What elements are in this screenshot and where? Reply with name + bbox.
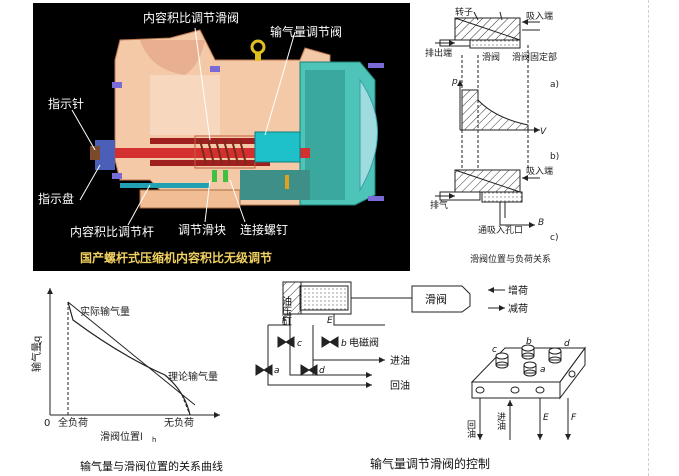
- port-E-label: E: [543, 413, 549, 423]
- exhaust-end-label: 排出端: [425, 47, 452, 59]
- exhaust-label: 排气: [430, 199, 448, 211]
- slide-label: 滑阀: [425, 292, 447, 306]
- suction-end-label: 吸入端: [526, 10, 553, 22]
- green-stud: [212, 170, 217, 182]
- port-F-label: F: [571, 413, 577, 423]
- theory-label: 理论输气量: [168, 370, 218, 383]
- valve-d-label: d: [319, 366, 325, 376]
- sub-c-label: c): [550, 233, 558, 243]
- valve-a: [255, 364, 273, 376]
- block-d-label: d: [564, 339, 570, 349]
- load-diagram-caption: 滑阀位置与负荷关系: [470, 253, 551, 265]
- compressor-illustration: 内容积比调节滑阀 输气量调节阀 指示针 指示盘 内容积比调节杆 调节滑块 连接螺…: [33, 3, 410, 271]
- casing-top-shade: [140, 40, 205, 75]
- label-pointer: 指示针: [48, 96, 84, 111]
- label-slide-block: 调节滑块: [178, 223, 226, 237]
- label-screw: 连接螺钉: [240, 222, 288, 237]
- y-axis-label: 输气量q: [30, 336, 43, 372]
- slide-valve-label: 滑阀: [482, 52, 500, 63]
- capacity-curve: 实际输气量 理论输气量 输气量q v 0 全负荷 无负荷 滑阀位置l h 输气量…: [30, 288, 223, 473]
- label-inner-volume-valve: 内容积比调节滑阀: [143, 10, 239, 25]
- pipe-E-label: E: [327, 316, 333, 326]
- label-dial: 指示盘: [38, 191, 74, 206]
- y-axis-sub: v: [38, 339, 42, 347]
- actual-label: 实际输气量: [80, 305, 130, 318]
- cylinder-label: 油压缸: [280, 295, 292, 326]
- valve-c: [277, 336, 295, 348]
- sub-b-label: b): [550, 152, 559, 162]
- oil-return-label: 回油: [390, 379, 410, 392]
- block-side: [559, 346, 586, 400]
- spring: [199, 139, 247, 165]
- x-axis-label: 滑阀位置l: [100, 430, 143, 443]
- no-load-label: 无负荷: [164, 416, 194, 429]
- oil-in-label: 进油: [390, 354, 410, 367]
- bolt: [368, 196, 384, 201]
- bolt: [112, 82, 122, 88]
- fixed-part-label: 滑阀固定部: [512, 51, 557, 63]
- rod-cyan: [120, 183, 210, 188]
- control-labels: 油压缸 滑阀 增荷 减荷 F E c b 电磁阀 a d 进油 回油 c b d…: [274, 284, 577, 471]
- theory-curve: [67, 301, 196, 406]
- suction-end-label-2: 吸入端: [526, 165, 553, 177]
- banner-title: 国产螺杆式压缩机内容积比无级调节: [80, 250, 272, 265]
- inlet-port-label: 通吸入孔口: [478, 225, 523, 236]
- solenoid-label: 电磁阀: [349, 336, 379, 349]
- slide-block-cyan: [254, 131, 301, 163]
- block-a-label: a: [540, 365, 546, 375]
- p-axis-label: p: [451, 77, 458, 87]
- block-b-label: b: [526, 337, 532, 347]
- teal-inner: [305, 70, 345, 200]
- bolt: [210, 66, 220, 72]
- port-in-label: 进油: [495, 412, 506, 431]
- teal-end-cap: [359, 78, 378, 192]
- casing-inner: [150, 75, 220, 135]
- sub-a-label: a): [550, 80, 559, 90]
- x-axis-sub: h: [152, 436, 156, 444]
- rotor-label: 转子: [455, 6, 473, 18]
- control-schematic: [255, 281, 586, 440]
- b-port-label: B: [538, 218, 544, 228]
- red-rod: [100, 148, 310, 158]
- slide-body: [411, 285, 471, 313]
- valve-a-label: a: [274, 366, 280, 376]
- load-diagram: [435, 11, 540, 228]
- bolt: [368, 63, 384, 68]
- teal-lower: [240, 170, 310, 200]
- decrease-label: 减荷: [508, 303, 528, 315]
- increase-label: 增荷: [508, 284, 528, 297]
- bottom-bracket: [139, 189, 241, 209]
- label-capacity-valve: 输气量调节阀: [270, 24, 342, 39]
- block-front: [471, 381, 561, 399]
- v-axis-label: V: [540, 127, 547, 137]
- valve-d: [300, 364, 318, 376]
- page-border-dashed: [648, 0, 649, 476]
- port-return-label: 回油: [465, 420, 476, 439]
- label-rod: 内容积比调节杆: [70, 224, 154, 239]
- origin-label: 0: [44, 418, 50, 429]
- leader-lines: [71, 27, 296, 226]
- pointer-shape: [90, 146, 100, 160]
- curve-caption: 输气量与滑阀位置的关系曲线: [80, 459, 223, 473]
- full-load-label: 全负荷: [58, 416, 88, 429]
- valve-b-label: b: [341, 339, 347, 349]
- rod-upper: [150, 138, 270, 144]
- pipe-F-label: F: [282, 316, 288, 326]
- rod-lower: [150, 160, 270, 166]
- actual-curve: [67, 301, 191, 416]
- valve-c-label: c: [297, 339, 302, 349]
- valve-b: [321, 336, 339, 348]
- control-caption: 输气量调节滑阀的控制: [370, 456, 490, 471]
- block-c-label: c: [492, 345, 497, 355]
- load-diagram-labels: 转子 吸入端 排出端 滑阀 滑阀固定部 a) p V b) 吸入端 排气 B 通…: [425, 6, 559, 265]
- bolt: [112, 173, 122, 179]
